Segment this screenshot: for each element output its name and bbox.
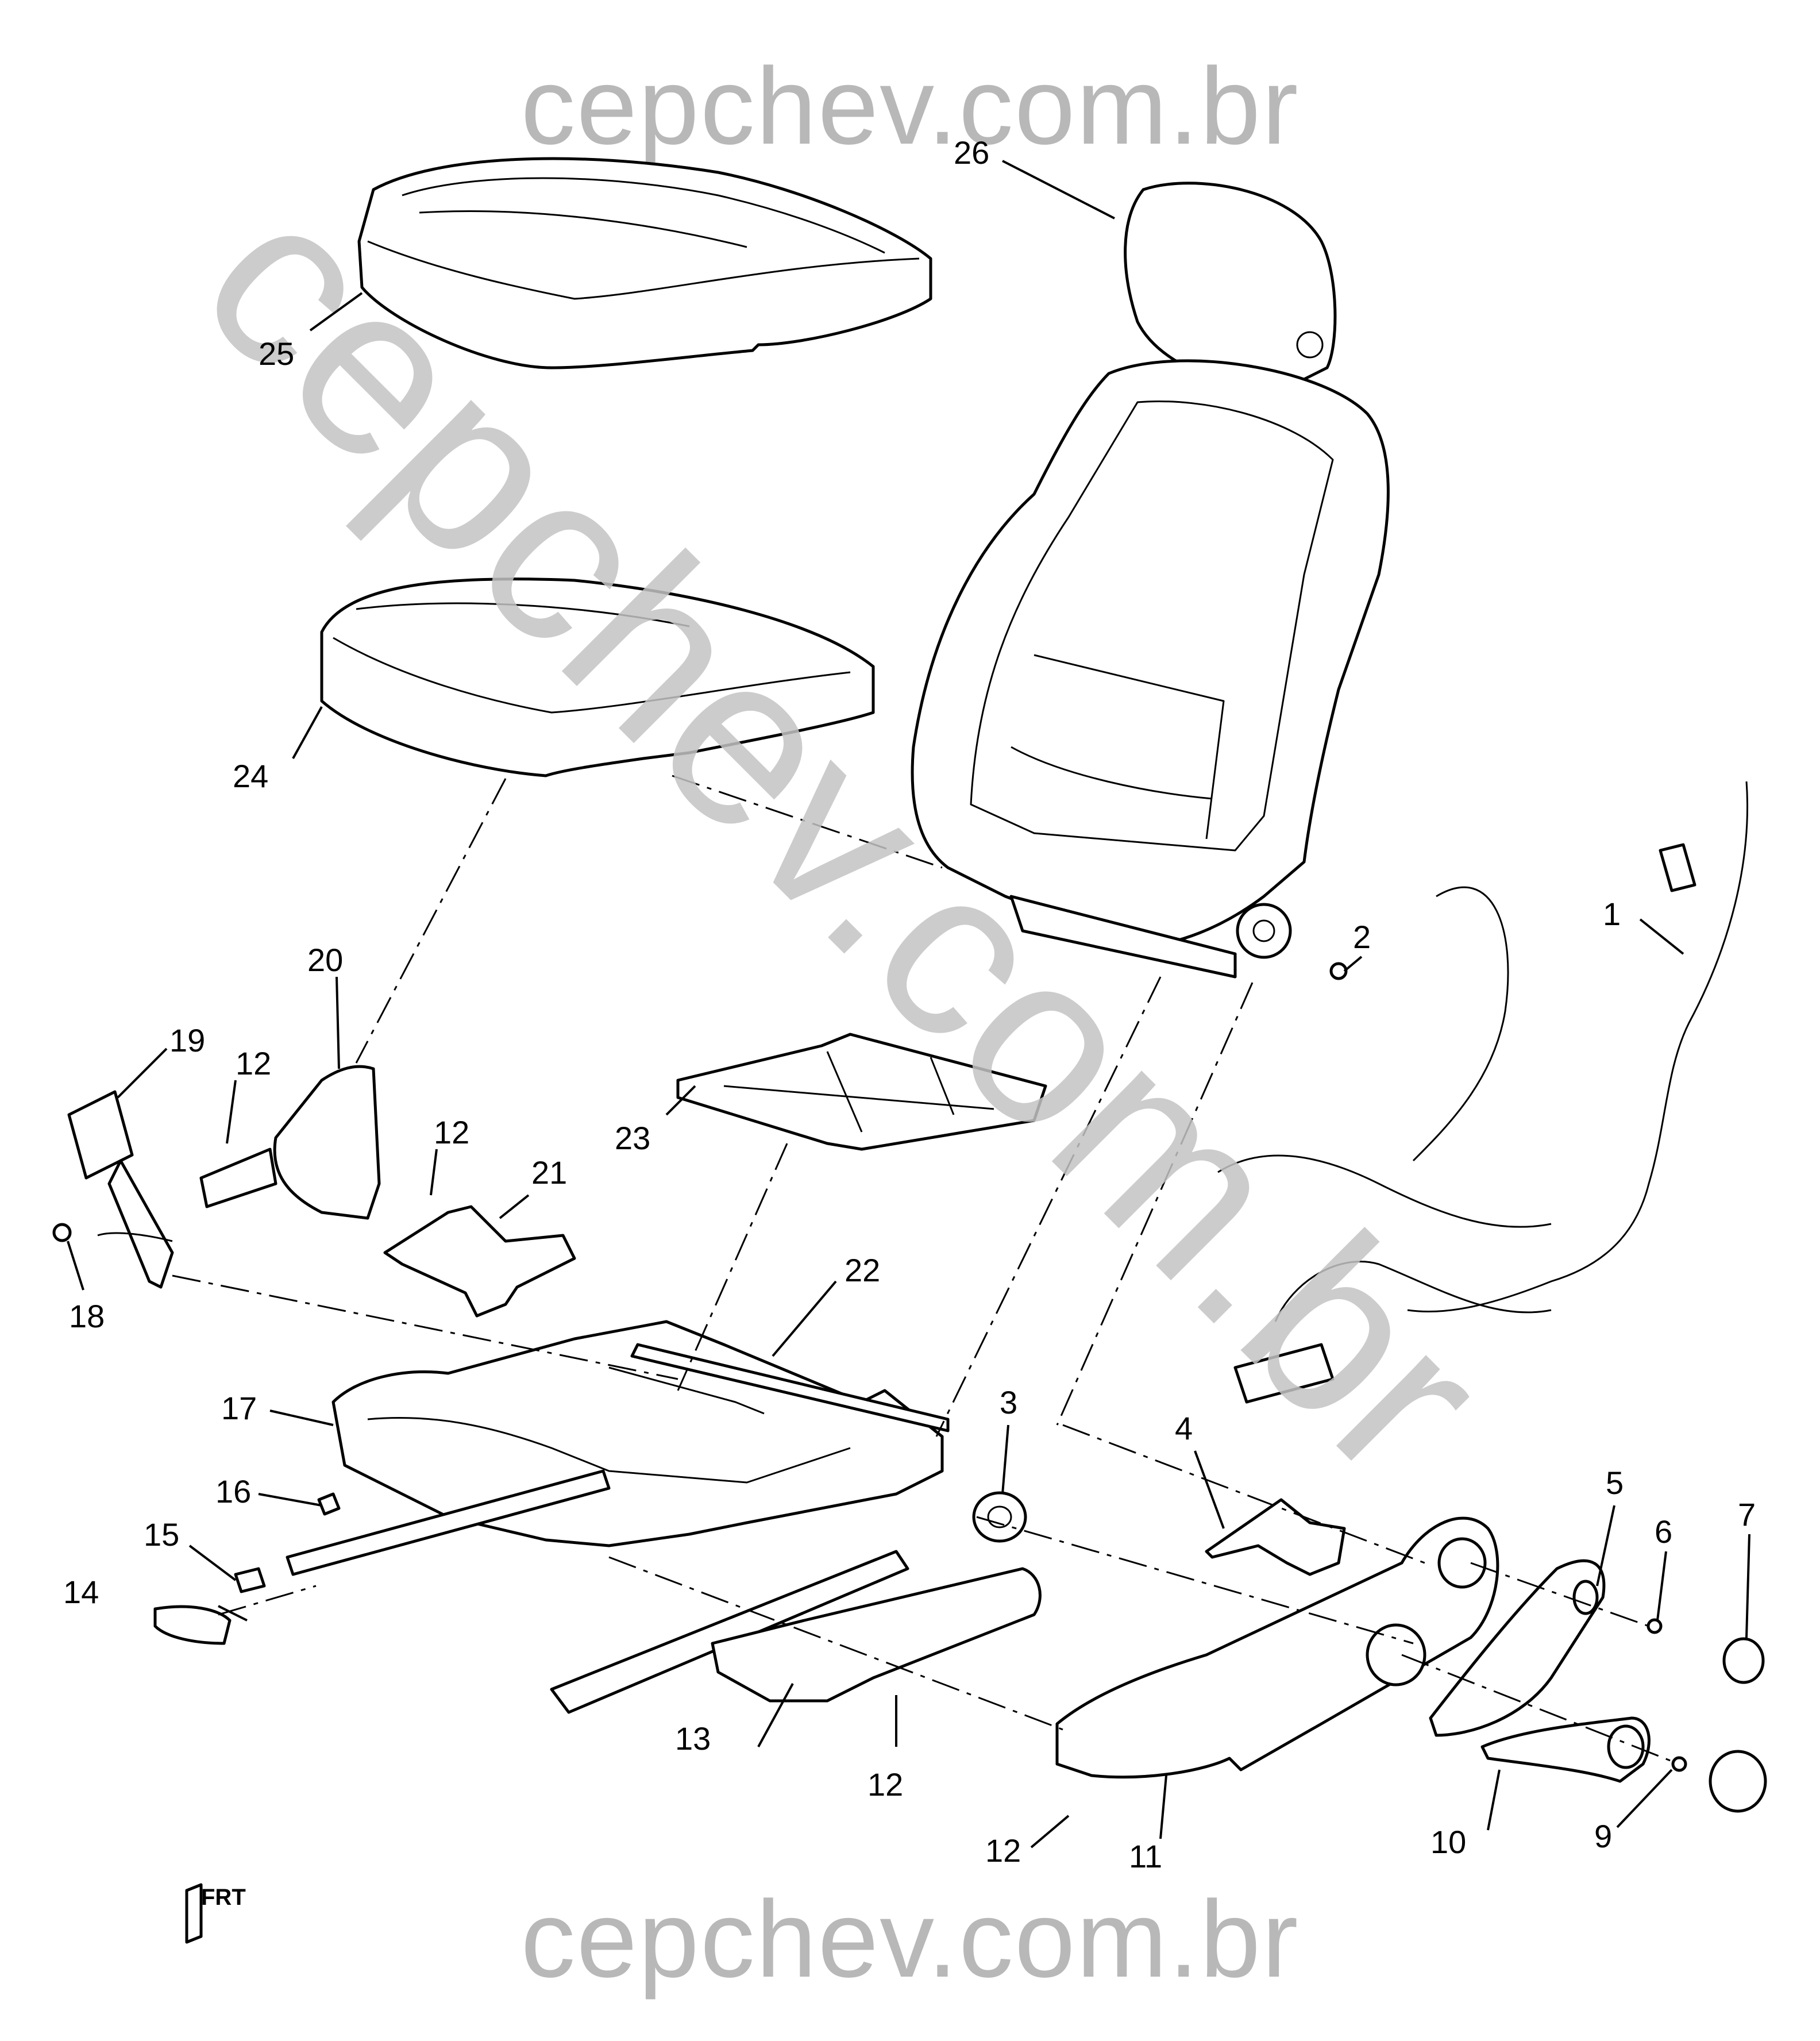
callout-21: 21 xyxy=(531,1154,567,1191)
part-7-cap xyxy=(1722,1637,1765,1684)
part-21-trim xyxy=(383,1205,576,1318)
seat-track xyxy=(550,1550,909,1714)
part-11-outer-trim xyxy=(1055,1516,1499,1779)
part-26-seat-back xyxy=(911,182,1390,979)
callout-10: 10 xyxy=(1430,1824,1466,1860)
callout-14: 14 xyxy=(63,1574,99,1610)
callout-1: 1 xyxy=(1603,896,1621,932)
callout-12-b: 12 xyxy=(434,1114,469,1150)
leader-lines xyxy=(67,160,1750,1849)
callout-25: 25 xyxy=(259,336,294,372)
part-8-cover xyxy=(1709,1750,1767,1813)
callout-26: 26 xyxy=(954,134,989,171)
watermark-top: cepchev.com.br xyxy=(520,45,1299,167)
part-20-side-shield xyxy=(199,1065,381,1220)
callout-12-d: 12 xyxy=(985,1832,1021,1869)
callout-24: 24 xyxy=(233,758,268,794)
callout-22: 22 xyxy=(845,1252,880,1288)
callout-11: 11 xyxy=(1129,1838,1162,1874)
callout-17: 17 xyxy=(221,1390,257,1426)
callout-12-a: 12 xyxy=(236,1045,271,1081)
callout-20: 20 xyxy=(307,942,343,978)
frt-label: FRT xyxy=(201,1885,246,1910)
seat-track-inner xyxy=(286,1469,611,1576)
callout-23: 23 xyxy=(615,1120,650,1156)
assembly-lines xyxy=(172,775,1672,1762)
part-4-bracket xyxy=(1205,1498,1346,1576)
part-3-motor xyxy=(972,1491,1027,1543)
callout-6: 6 xyxy=(1655,1514,1672,1550)
part-1-wiring-harness xyxy=(1217,781,1749,1404)
part-2-bolt xyxy=(1329,962,1348,980)
part-16-clip xyxy=(317,1492,341,1516)
watermark-bottom: cepchev.com.br xyxy=(520,1878,1299,2000)
part-19-belt-buckle xyxy=(67,1090,174,1289)
callout-12-c: 12 xyxy=(867,1766,903,1803)
part-15-clip xyxy=(234,1567,266,1593)
part-23-suspension-mat xyxy=(676,1033,1047,1151)
callout-15: 15 xyxy=(144,1516,179,1553)
callout-9: 9 xyxy=(1594,1818,1612,1854)
frt-orientation-badge: FRT xyxy=(185,1883,246,1944)
part-10-recline-cover xyxy=(1480,1716,1651,1783)
callout-4: 4 xyxy=(1175,1410,1193,1446)
callout-2: 2 xyxy=(1353,919,1371,955)
callout-18: 18 xyxy=(69,1298,105,1334)
callout-13: 13 xyxy=(675,1720,711,1757)
part-25-seat-cover xyxy=(357,157,932,369)
part-6-screw xyxy=(1647,1618,1663,1634)
callout-3: 3 xyxy=(1000,1384,1017,1420)
callout-16: 16 xyxy=(215,1473,251,1509)
part-18-nut xyxy=(52,1223,72,1242)
callout-5: 5 xyxy=(1606,1465,1624,1501)
part-13-lower-trim xyxy=(711,1567,1042,1703)
callout-19: 19 xyxy=(169,1022,205,1058)
part-17-seat-frame xyxy=(331,1320,950,1547)
part-14-handle xyxy=(153,1605,232,1645)
callout-7: 7 xyxy=(1738,1496,1756,1532)
part-9-nut xyxy=(1671,1756,1687,1772)
part-5-arm-cover xyxy=(1429,1559,1606,1737)
part-24-seat-cushion xyxy=(320,577,875,777)
